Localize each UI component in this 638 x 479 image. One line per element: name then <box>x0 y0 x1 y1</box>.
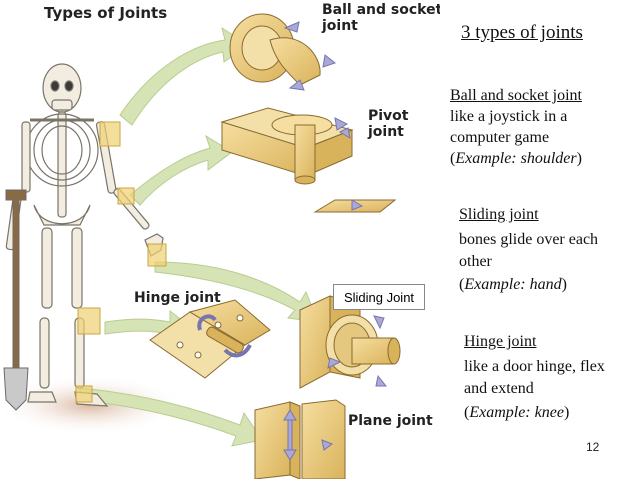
sliding-example: (Example: hand) <box>459 276 567 293</box>
ball-socket-desc-line1: like a joystick in a <box>450 108 568 125</box>
hinge-example: (Example: knee) <box>464 404 570 421</box>
shovel <box>3 189 29 411</box>
green-arrows <box>79 26 319 447</box>
illustration-title: Types of Joints <box>44 4 167 22</box>
ball-socket-example: (Example: shoulder) <box>450 150 582 167</box>
ball-socket-label-line2: joint <box>321 18 358 34</box>
sliding-desc-line2: other <box>459 253 492 270</box>
ball-socket-title: Ball and socket joint <box>450 87 582 104</box>
page-number: 12 <box>586 440 600 454</box>
hinge-desc-line1: like a door hinge, flex <box>464 358 605 375</box>
plane-joint-model <box>254 399 346 479</box>
skeleton <box>5 63 164 407</box>
sliding-desc-line1: bones glide over each <box>459 231 599 248</box>
sliding-example-text: Example: hand <box>464 276 562 293</box>
ball-socket-label-line1: Ball and socket <box>322 2 440 18</box>
pivot-label-line1: Pivot <box>368 108 409 124</box>
hinge-example-text: Example: knee <box>469 404 564 421</box>
joint-highlights <box>75 121 167 403</box>
plane-label: Plane joint <box>348 413 433 429</box>
ball-socket-joint-model <box>229 13 337 91</box>
pivot-joint-model <box>220 107 354 185</box>
pivot-label-line2: joint <box>367 124 404 140</box>
ball-socket-desc-line2: computer game <box>450 129 550 146</box>
sliding-joint-partial-model <box>313 199 397 213</box>
hinge-joint-model <box>149 299 271 379</box>
hinge-label: Hinge joint <box>134 290 221 306</box>
sliding-title: Sliding joint <box>459 206 539 223</box>
saddle-joint-model <box>299 295 401 389</box>
ball-socket-example-text: Example: shoulder <box>455 150 577 167</box>
joints-illustration: Types of Joints Ball and socket joint Pi… <box>0 2 440 479</box>
sliding-joint-callout: Sliding Joint <box>333 284 425 310</box>
hinge-title: Hinge joint <box>464 333 537 350</box>
slide-heading: 3 types of joints <box>461 22 583 43</box>
hinge-desc-line2: and extend <box>464 380 534 397</box>
